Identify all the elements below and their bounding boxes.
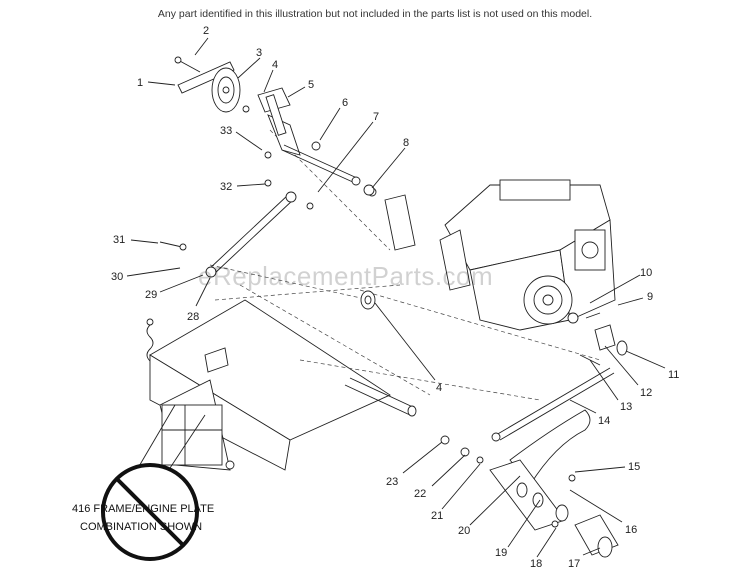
bracket-mount bbox=[367, 187, 416, 251]
prohibited-stamp: 416 FRAME/ENGINE PLATE COMBINATION SHOWN bbox=[72, 404, 214, 561]
callout-labels: 1 2 3 4 5 6 7 8 9 10 11 12 13 14 15 16 1… bbox=[111, 25, 679, 570]
prohibition-slash-icon bbox=[115, 477, 185, 547]
linkage-right bbox=[567, 312, 628, 366]
callout-8: 8 bbox=[403, 137, 409, 149]
callout-4-lower: 4 bbox=[436, 382, 442, 394]
callout-32: 32 bbox=[220, 181, 232, 193]
callout-15: 15 bbox=[628, 461, 640, 473]
latch-chain bbox=[146, 318, 154, 362]
callout-6: 6 bbox=[342, 97, 348, 109]
shift-lever-assembly bbox=[440, 367, 619, 558]
callout-10: 10 bbox=[640, 267, 652, 279]
callout-33: 33 bbox=[220, 125, 232, 137]
engine-block bbox=[439, 179, 616, 331]
stamp-line-2: COMBINATION SHOWN bbox=[80, 521, 202, 533]
callout-2: 2 bbox=[203, 25, 209, 37]
callout-13: 13 bbox=[620, 401, 632, 413]
shaft-7 bbox=[281, 141, 375, 196]
callout-17: 17 bbox=[568, 558, 580, 570]
callout-18: 18 bbox=[530, 558, 542, 570]
callout-leaders bbox=[126, 37, 666, 558]
callout-22: 22 bbox=[414, 488, 426, 500]
callout-1: 1 bbox=[137, 77, 143, 89]
disclaimer-note: Any part identified in this illustration… bbox=[157, 8, 593, 20]
callout-5: 5 bbox=[308, 79, 314, 91]
callout-20: 20 bbox=[458, 525, 470, 537]
callout-14: 14 bbox=[598, 415, 610, 427]
callout-28: 28 bbox=[187, 311, 199, 323]
callout-30: 30 bbox=[111, 271, 123, 283]
callout-23: 23 bbox=[386, 476, 398, 488]
frame-plate bbox=[149, 299, 391, 471]
callout-31: 31 bbox=[113, 234, 125, 246]
stamp-line-1: 416 FRAME/ENGINE PLATE bbox=[72, 503, 214, 515]
watermark: eReplacementParts.com bbox=[198, 261, 493, 291]
callout-4: 4 bbox=[272, 59, 278, 71]
callout-12: 12 bbox=[640, 387, 652, 399]
callout-19: 19 bbox=[495, 547, 507, 559]
callout-3: 3 bbox=[256, 47, 262, 59]
callout-21: 21 bbox=[431, 510, 443, 522]
idler-arm bbox=[257, 87, 301, 159]
main-shaft bbox=[344, 290, 417, 417]
pulley-assembly bbox=[174, 56, 250, 113]
callout-16: 16 bbox=[625, 524, 637, 536]
callout-29: 29 bbox=[145, 289, 157, 301]
callout-7: 7 bbox=[373, 111, 379, 123]
prohibition-circle-icon bbox=[101, 463, 199, 561]
callout-9: 9 bbox=[647, 291, 653, 303]
spring-rod bbox=[159, 179, 314, 278]
callout-11: 11 bbox=[668, 369, 679, 381]
